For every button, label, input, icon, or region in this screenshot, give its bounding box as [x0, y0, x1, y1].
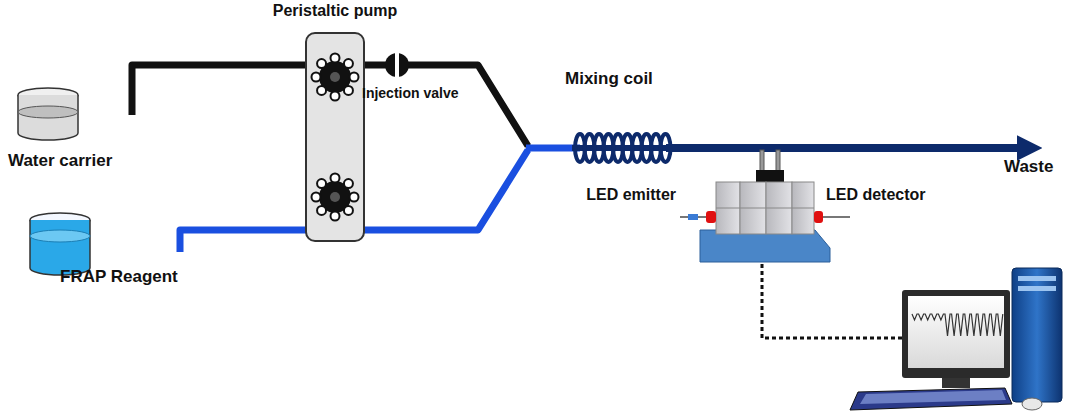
pump-rotors [307, 34, 363, 240]
pump-housing [305, 32, 365, 242]
injection-valve [385, 51, 409, 79]
flow-cell-detector [680, 150, 850, 262]
pump-box: Peristaltic pump [265, 2, 405, 242]
reagent-label: FRAP Reagent [60, 268, 178, 287]
water-beaker [18, 88, 78, 140]
coil-label: Mixing coil [565, 70, 653, 89]
data-cable [762, 264, 905, 338]
reagent-beaker [30, 213, 90, 275]
waste-tube [666, 144, 1022, 152]
emitter-label: LED emitter [586, 186, 676, 204]
mixing-coil [572, 134, 671, 162]
carrier-label: Water carrier [8, 152, 112, 171]
detector-label: LED detector [826, 186, 926, 204]
waste-label: Waste [1004, 158, 1053, 177]
pump-title: Peristaltic pump [265, 2, 405, 20]
valve-label: Injection valve [362, 86, 458, 101]
merged-tube [526, 145, 580, 152]
computer [850, 268, 1062, 410]
